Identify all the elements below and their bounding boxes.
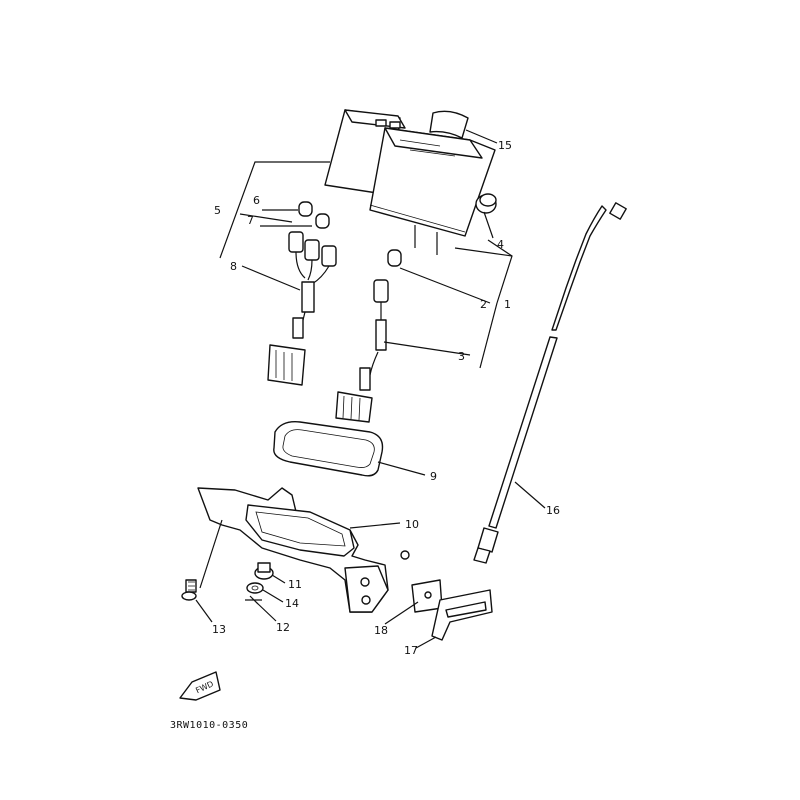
callout-17: 17 bbox=[404, 644, 418, 657]
callout-6: 6 bbox=[253, 194, 260, 207]
speedometer-cable bbox=[473, 202, 627, 564]
callout-18: 18 bbox=[374, 624, 388, 637]
clip bbox=[431, 589, 493, 641]
meter-bracket bbox=[197, 487, 410, 613]
grommet bbox=[254, 562, 274, 580]
stay-plate bbox=[411, 579, 443, 613]
leader-lines bbox=[195, 129, 546, 649]
diagram-code: 3RW1010-0350 bbox=[170, 720, 248, 731]
callout-1: 1 bbox=[504, 298, 511, 311]
cover-part bbox=[429, 110, 469, 139]
callout-labels: 1 2 3 4 5 6 7 8 9 10 11 12 13 14 15 16 1… bbox=[212, 139, 560, 657]
callout-9: 9 bbox=[430, 470, 437, 483]
socket-harness-center bbox=[335, 279, 389, 423]
trip-reset-knob bbox=[475, 193, 497, 214]
socket-harness-left bbox=[267, 231, 337, 386]
callout-3: 3 bbox=[458, 350, 465, 363]
nut bbox=[245, 595, 262, 605]
callout-15: 15 bbox=[498, 139, 512, 152]
callout-7: 7 bbox=[247, 214, 254, 227]
callout-11: 11 bbox=[288, 578, 302, 591]
callout-10: 10 bbox=[405, 518, 419, 531]
meter-assembly bbox=[324, 109, 497, 255]
callout-16: 16 bbox=[546, 504, 560, 517]
callout-8: 8 bbox=[230, 260, 237, 273]
fwd-arrow-icon: FWD bbox=[179, 671, 221, 701]
callout-4: 4 bbox=[497, 238, 504, 251]
callout-12: 12 bbox=[276, 621, 290, 634]
gasket-ring bbox=[273, 421, 384, 477]
washer bbox=[246, 582, 264, 594]
bulbs bbox=[298, 201, 402, 267]
bolt bbox=[181, 579, 197, 601]
callout-13: 13 bbox=[212, 623, 226, 636]
callout-5: 5 bbox=[214, 204, 221, 217]
callout-14: 14 bbox=[285, 597, 299, 610]
callout-2: 2 bbox=[480, 298, 487, 311]
